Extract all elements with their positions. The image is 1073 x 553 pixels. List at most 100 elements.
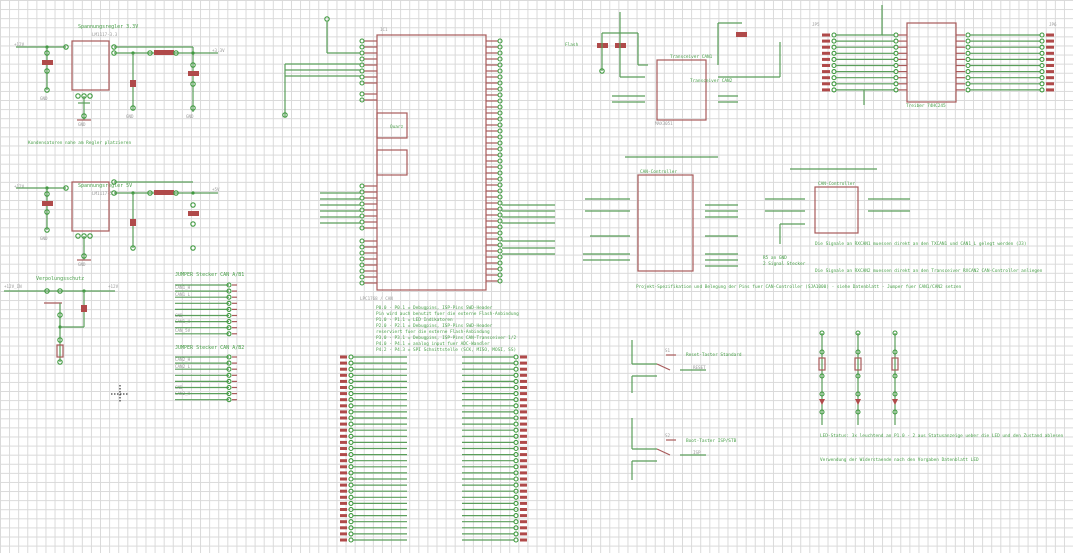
connector-pad (348, 421, 354, 427)
mcu-pad (497, 164, 503, 170)
ic-note: Projekt-Spezifikation und Belegung der P… (636, 284, 961, 290)
mcu-label: LPC1768 / CAN (360, 296, 393, 301)
led-group[interactable]: LED-Status: 3x leuchtend an P1.0 - 2 aus… (818, 330, 1064, 463)
transceiver-ic4[interactable]: Transceiver CAN1 Transceiver CAN2 Flash … (565, 12, 781, 126)
connector-pad (348, 506, 354, 513)
mcu-pad (497, 80, 503, 86)
header-pad (226, 372, 232, 378)
connector-pin (340, 514, 347, 518)
svg-text:reserviert fuer die externe Fl: reserviert fuer die externe Flash-Anbind… (376, 329, 490, 335)
led-pad (892, 391, 898, 397)
connector-pin (340, 355, 347, 359)
connector-pin (340, 447, 347, 450)
net-label-in: +12V_IN (4, 284, 22, 289)
svg-text:P3.0 - P3.1 = Debugpins, ISP-P: P3.0 - P3.1 = Debugpins, ISP-Pins CAN-Tr… (376, 335, 516, 341)
connector-pin (520, 367, 527, 371)
connector-pin (822, 82, 830, 86)
connector-pad (348, 445, 354, 452)
connector-pad (1039, 38, 1045, 44)
switch-boot[interactable]: S2 Boot-Taster ISP/STB ISP (631, 418, 737, 480)
connector-pad (831, 75, 837, 81)
connector-pin (340, 471, 347, 475)
connector-pad (348, 464, 354, 470)
connector-pin (520, 471, 527, 475)
buffer-pad (893, 38, 899, 44)
connector-pin (520, 453, 527, 457)
mcu-pad (359, 256, 365, 262)
led-note: Verwendung der Widerstaende nach den Vor… (820, 457, 979, 463)
connector-pin (520, 489, 527, 493)
connector-pad (831, 56, 837, 62)
mcu-pad (497, 92, 503, 98)
connector-pin (520, 410, 527, 414)
connector-pin (520, 398, 527, 402)
net-label: ISP (693, 450, 701, 455)
connector-pin (340, 501, 347, 505)
connector-pin (822, 45, 830, 49)
connector-pin (520, 416, 527, 420)
connector-pin (340, 532, 347, 536)
header-pad (226, 384, 232, 391)
header-title: JUMPER Stecker CAN A/B1 (175, 272, 244, 278)
connector-pin (520, 538, 527, 542)
mcu-pad (359, 262, 365, 268)
ic-part: CAN-Controller (818, 181, 855, 187)
can-controller-ic5[interactable]: CAN-Controller Projekt-Spezifikation und… (583, 156, 961, 290)
led-icon (855, 399, 861, 405)
connector-pin (1046, 82, 1054, 86)
ic-part: Treiber 74HC245 (906, 103, 946, 109)
bottom-connector[interactable] (340, 354, 527, 543)
connector-pin (340, 483, 347, 487)
connector-pad (1039, 44, 1045, 50)
buffer-pad (893, 62, 899, 69)
protection-title: Verpolungsschutz (36, 276, 84, 282)
led-pad (855, 373, 861, 379)
header-pad (226, 378, 232, 384)
led-pad (892, 409, 898, 415)
mcu-pad (359, 268, 365, 274)
connector-pad (348, 354, 354, 360)
connector-pad (513, 391, 519, 397)
switch-reset[interactable]: S1 Reset-Taster Standard RESET (631, 340, 742, 393)
connector-pin (520, 373, 527, 377)
mcu-pad (497, 68, 503, 74)
header-title: JUMPER Stecker CAN A/B2 (175, 345, 244, 351)
regulator-3v3[interactable]: Spannungsregler 3.3V LM1117-3.3 +12V +3.… (14, 24, 225, 146)
reverse-polarity-protection[interactable]: Verpolungsschutz +12V_IN +12V (4, 276, 119, 365)
mcu-pad (497, 98, 503, 104)
mcu-pad (359, 183, 365, 189)
resistor (854, 357, 862, 371)
connector-pad (831, 69, 837, 75)
can-header-2[interactable]: JUMPER Stecker CAN A/B2 CAN2_H CAN2_L GN… (175, 345, 244, 403)
can-controller-ic6[interactable]: CAN-Controller R5 an GND 2 Signal Stecke… (763, 168, 1043, 274)
connector-pin (340, 459, 347, 463)
regulator-5v[interactable]: Spannungsregler 5V LM1117-5.0 +12V +5V G… (14, 179, 220, 267)
connector-pin (340, 361, 347, 365)
buffer-pad (893, 81, 899, 87)
buffer-ic7[interactable]: Treiber 74HC245 JP5 JP6 (812, 5, 1057, 109)
mcu-ic1[interactable]: IC1 Quarz LPC1768 / CAN P0.0 - P0.1 = De… (282, 16, 555, 353)
mcu-pad (497, 170, 503, 176)
connector-pin (520, 361, 527, 365)
connector-pad (513, 372, 519, 378)
mcu-pad (359, 274, 365, 280)
connector-pad (513, 537, 519, 543)
regulator-part: LM1117-5.0 (92, 191, 118, 196)
svg-text:P4.0 - P4.1 = analog input fue: P4.0 - P4.1 = analog input fuer ADC-Wand… (376, 341, 490, 347)
connector-pin (520, 495, 527, 499)
mcu-pad (497, 86, 503, 92)
led-pad (855, 391, 861, 397)
net-label-out: +12V (108, 284, 119, 289)
connector-pad (831, 44, 837, 50)
crosshair-cursor (111, 385, 129, 403)
net-label: CAN2_H (175, 357, 191, 362)
mcu-pad (497, 158, 503, 164)
connector-pad (1039, 69, 1045, 75)
connector-pad (1039, 32, 1045, 38)
connector-pad (348, 470, 354, 476)
can-header-1[interactable]: JUMPER Stecker CAN A/B1 CAN1_H CAN1_L GN… (175, 272, 244, 337)
connector-pin (340, 526, 347, 530)
connector-pad (513, 458, 519, 464)
net-label: 2 Signal Stecker (763, 261, 806, 267)
